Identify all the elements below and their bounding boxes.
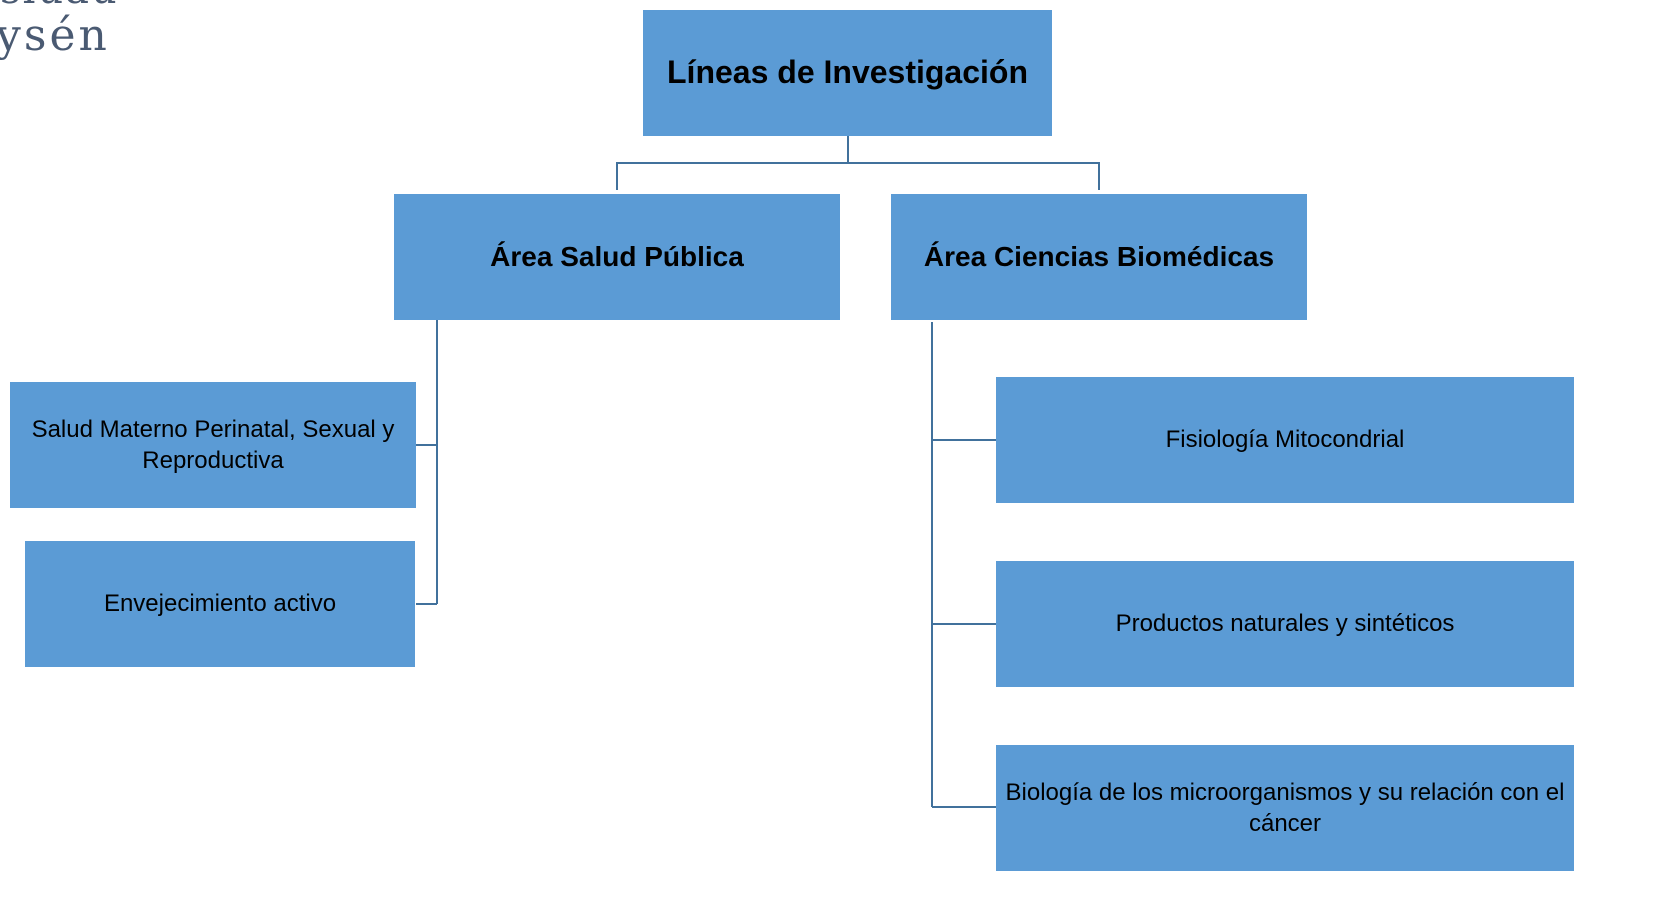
logo-text: ysén — [0, 10, 110, 61]
area-node-label: Área Ciencias Biomédicas — [923, 240, 1275, 272]
line-node-biologia: Biología de los microorganismos y su rel… — [996, 745, 1574, 871]
line-node-productos: Productos naturales y sintéticos — [996, 561, 1574, 687]
root-node: Líneas de Investigación — [643, 10, 1052, 136]
line-node-label: Productos naturales y sintéticos — [1115, 610, 1455, 638]
area-node-ciencias-biomedicas: Área Ciencias Biomédicas — [891, 194, 1307, 320]
line-node-label: Envejecimiento activo — [103, 590, 337, 618]
line-node-fisiologia: Fisiología Mitocondrial — [996, 377, 1574, 503]
area-node-label: Área Salud Pública — [490, 240, 744, 272]
root-node-label: Líneas de Investigación — [667, 54, 1028, 91]
line-node-label: Fisiología Mitocondrial — [1165, 426, 1405, 454]
area-node-salud-publica: Área Salud Pública — [394, 194, 840, 320]
line-node-envejecimiento: Envejecimiento activo — [25, 541, 415, 667]
logo-text-top: siuau — [0, 0, 119, 10]
line-node-salud-materno: Salud Materno Perinatal, Sexual y Reprod… — [10, 382, 416, 508]
connector-horizontal-bar — [616, 162, 1100, 190]
line-node-label: Biología de los microorganismos y su rel… — [1005, 778, 1565, 837]
line-node-label: Salud Materno Perinatal, Sexual y Reprod… — [31, 415, 395, 474]
